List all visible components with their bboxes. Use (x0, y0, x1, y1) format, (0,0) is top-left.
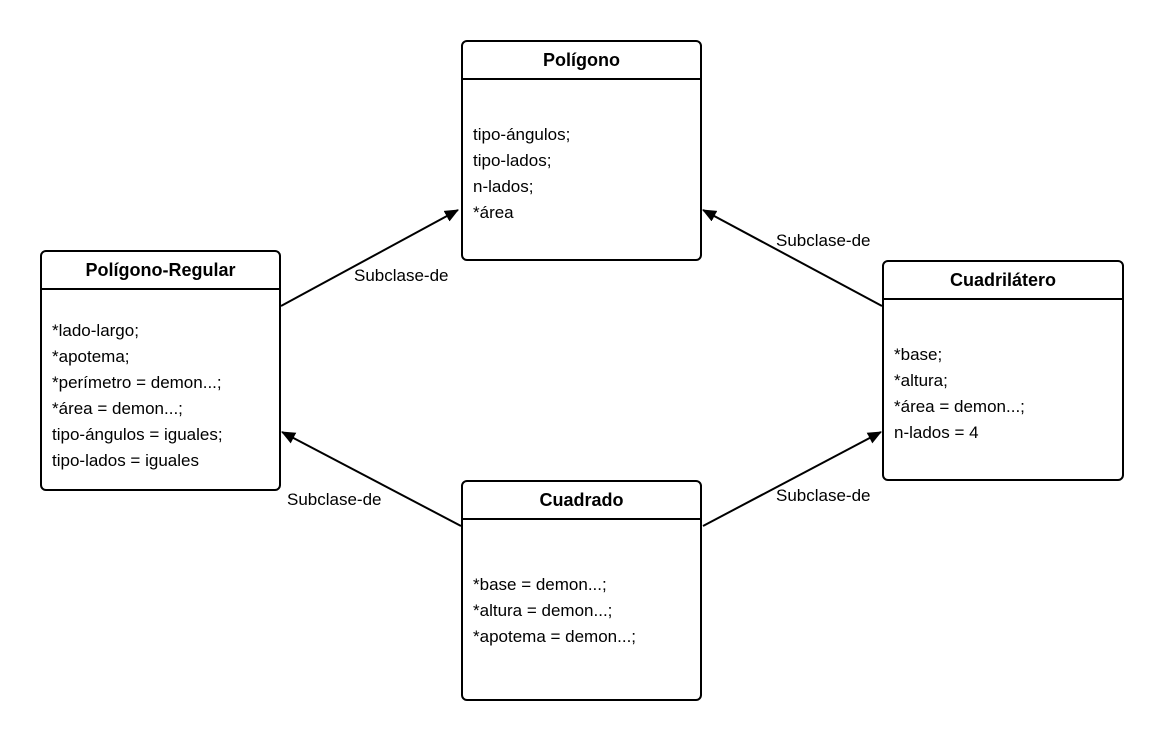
relation-label-cuadrado-regular: Subclase-de (287, 490, 382, 509)
attribute-item: tipo-ángulos; (473, 125, 571, 144)
arrow-cuadrilatero-to-poligono (702, 209, 883, 307)
arrow-regular-to-poligono (280, 209, 459, 307)
attribute-item: tipo-lados = iguales (52, 451, 199, 470)
attribute-item: *base; (894, 345, 943, 364)
attribute-item: *apotema = demon...; (473, 627, 637, 646)
class-box-poligono[interactable]: Polígono tipo-ángulos; tipo-lados; n-lados… (461, 40, 702, 261)
attribute-list: *base; *altura; *área = demon...; n-lados =… (884, 300, 1122, 446)
arrow-cuadrado-to-regular (281, 431, 462, 527)
attribute-list: *base = demon...; *altura = demon...; *apo… (463, 520, 700, 650)
attribute-item: *altura = demon...; (473, 601, 613, 620)
attribute-item: *área = demon...; (894, 397, 1025, 416)
relation-label-cuadrado-cuadrilatero: Subclase-de (776, 486, 871, 505)
class-title: Polígono-Regular (42, 252, 279, 290)
attribute-item: *perímetro = demon...; (52, 373, 222, 392)
attribute-item: *base = demon...; (473, 575, 607, 594)
class-box-poligono-regular[interactable]: Polígono-Regular *lado-largo; *apotema; *p… (40, 250, 281, 491)
class-title: Polígono (463, 42, 700, 80)
attribute-item: tipo-ángulos = iguales; (52, 425, 223, 444)
arrow-cuadrado-to-cuadrilatero (702, 431, 882, 527)
attribute-item: *área = demon...; (52, 399, 183, 418)
relation-label-regular-poligono: Subclase-de (354, 266, 449, 285)
class-title: Cuadrado (463, 482, 700, 520)
attribute-item: *área (473, 203, 514, 222)
class-box-cuadrilatero[interactable]: Cuadrilátero *base; *altura; *área = demon… (882, 260, 1124, 481)
attribute-item: tipo-lados; (473, 151, 552, 170)
class-title: Cuadrilátero (884, 262, 1122, 300)
attribute-item: *lado-largo; (52, 321, 139, 340)
class-box-cuadrado[interactable]: Cuadrado *base = demon...; *altura = demo… (461, 480, 702, 701)
attribute-item: n-lados; (473, 177, 534, 196)
relation-label-cuadrilatero-poligono: Subclase-de (776, 231, 871, 250)
attribute-item: *altura; (894, 371, 948, 390)
attribute-item: *apotema; (52, 347, 130, 366)
attribute-item: n-lados = 4 (894, 423, 979, 442)
attribute-list: *lado-largo; *apotema; *perímetro = demon.… (42, 290, 279, 474)
attribute-list: tipo-ángulos; tipo-lados; n-lados; *área (463, 80, 700, 226)
